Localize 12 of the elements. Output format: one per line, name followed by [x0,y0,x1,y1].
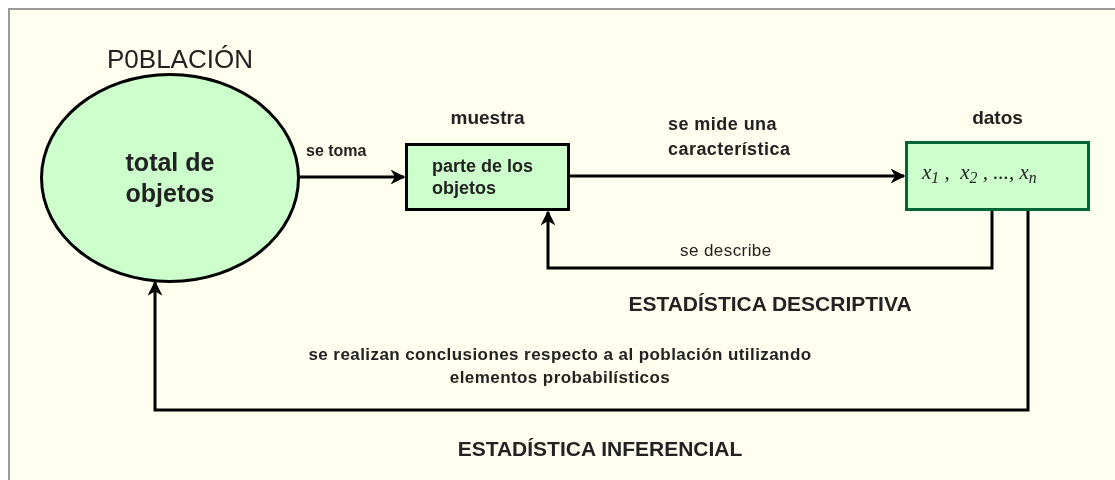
node-heading: P0BLACIÓN [106,43,254,76]
node-heading: muestra [449,106,526,130]
arrow [300,169,406,185]
section-title: ESTADÍSTICA DESCRIPTIVA [627,291,913,317]
node-text: parte de los objetos [432,154,535,200]
arrow [147,211,1030,412]
section-title: ESTADÍSTICA INFERENCIAL [456,436,744,462]
arrow [570,168,906,184]
node-text: x$_{1}$ , x$_{2}$ , ..., x$_{n}$ [922,159,1037,189]
node-heading: datos [971,106,1024,130]
arrow [540,210,994,270]
node-text: total de objetos [124,146,216,209]
